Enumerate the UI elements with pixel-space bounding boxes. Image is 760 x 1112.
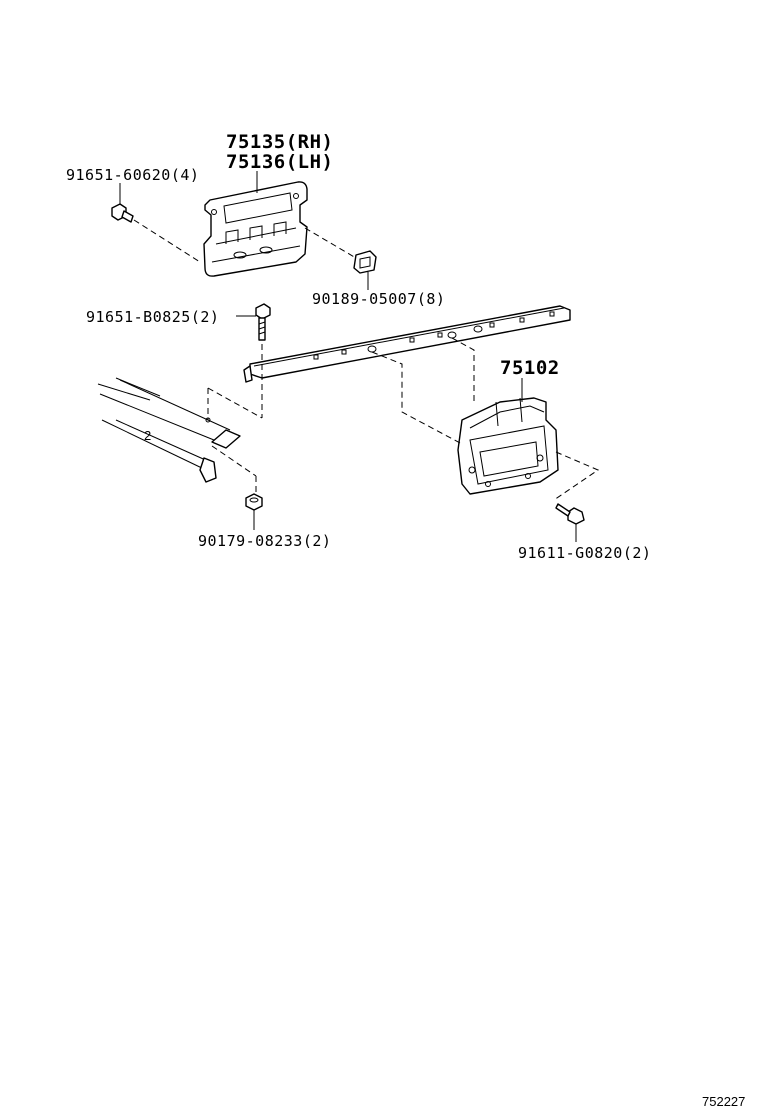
- bolt-icon[interactable]: [255, 303, 271, 341]
- bolt-icon[interactable]: [555, 503, 585, 525]
- part-number-91651-b0825[interactable]: 91651-B0825(2): [86, 308, 219, 326]
- part-number-75136[interactable]: 75136(LH): [226, 151, 333, 173]
- part-number-75135[interactable]: 75135(RH): [226, 131, 333, 153]
- assembly-line: [553, 451, 600, 501]
- assembly-line: [451, 337, 475, 404]
- mounting-rail[interactable]: [243, 305, 571, 383]
- assembly-line: [211, 445, 257, 477]
- part-number-91611-g0820[interactable]: 91611-G0820(2): [518, 544, 651, 562]
- part-number-90189-05007[interactable]: 90189-05007(8): [312, 290, 445, 308]
- part-number-75102[interactable]: 75102: [500, 357, 560, 379]
- license-bracket-upper[interactable]: [203, 181, 308, 277]
- nut-icon[interactable]: [245, 493, 263, 511]
- assembly-line: [304, 227, 357, 259]
- reference-mark: 2: [144, 428, 151, 443]
- clip-icon[interactable]: [353, 250, 377, 274]
- part-number-91651-60620[interactable]: 91651-60620(4): [66, 166, 199, 184]
- bumper-reinforcement[interactable]: [97, 377, 241, 483]
- assembly-line: [371, 351, 463, 445]
- bolt-icon[interactable]: [111, 203, 134, 223]
- assembly-line: [207, 387, 263, 419]
- assembly-line: [133, 219, 201, 263]
- part-number-90179-08233[interactable]: 90179-08233(2): [198, 532, 331, 550]
- license-bracket-lower[interactable]: [457, 397, 559, 495]
- illustration-id: 752227: [702, 1094, 745, 1109]
